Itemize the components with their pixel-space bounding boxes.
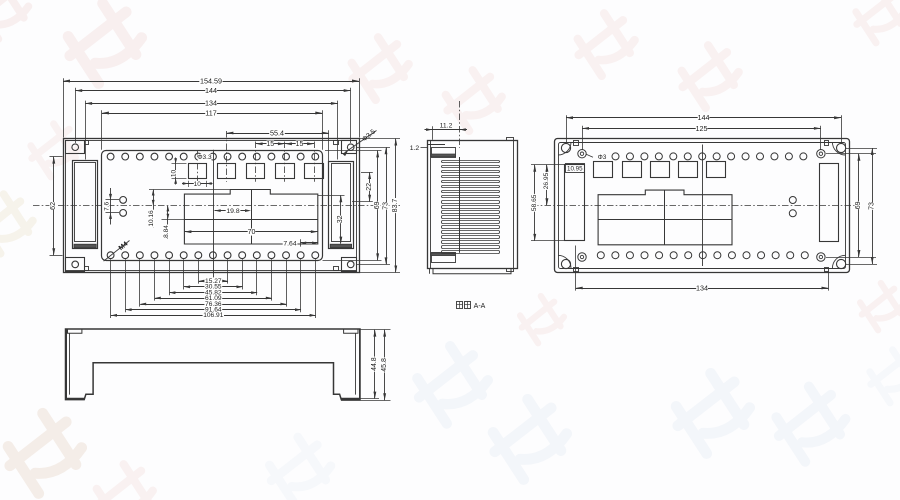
svg-text:62: 62 [50,202,57,210]
svg-text:144: 144 [205,86,217,95]
svg-text:91.64: 91.64 [205,307,222,314]
svg-text:154.59: 154.59 [200,76,222,85]
svg-text:55.4: 55.4 [270,128,284,137]
svg-text:11.2: 11.2 [440,122,453,129]
svg-text:134: 134 [205,99,217,108]
svg-text:15: 15 [266,141,274,148]
svg-text:117: 117 [205,108,216,117]
svg-text:61.09: 61.09 [205,295,222,302]
svg-text:22: 22 [366,183,373,191]
svg-text:69: 69 [855,201,862,209]
svg-text:1.2: 1.2 [410,145,420,152]
svg-text:10.16: 10.16 [148,210,155,227]
svg-text:125: 125 [696,124,708,133]
svg-text:73: 73 [382,202,389,210]
svg-text:73: 73 [869,202,876,210]
svg-text:10: 10 [194,181,202,188]
svg-text:7.6: 7.6 [103,202,110,211]
svg-text:M4: M4 [118,240,130,252]
svg-text:10.95: 10.95 [567,166,583,173]
svg-text:45.8: 45.8 [381,358,388,372]
svg-text:83.7: 83.7 [392,199,399,213]
svg-text:30.55: 30.55 [205,284,222,291]
svg-text:44.8: 44.8 [371,357,378,371]
svg-text:7.64: 7.64 [283,240,296,247]
svg-text:15: 15 [296,141,304,148]
svg-text:134: 134 [696,283,708,292]
svg-text:106.91: 106.91 [203,312,224,319]
svg-text:70: 70 [248,229,256,236]
svg-text:19.8: 19.8 [226,208,239,215]
svg-text:26.95: 26.95 [543,172,550,189]
svg-text:76.36: 76.36 [205,301,222,308]
svg-text:69: 69 [374,201,381,209]
svg-text:15.27: 15.27 [205,278,222,285]
svg-text:A-A: A-A [474,303,486,310]
svg-text:10: 10 [171,170,178,178]
svg-text:144: 144 [698,113,710,122]
svg-text:Φ3.3: Φ3.3 [197,154,212,161]
svg-text:58.65: 58.65 [531,194,538,211]
svg-text:32: 32 [337,215,344,223]
svg-text:Φ3: Φ3 [598,154,607,161]
svg-text:8.84: 8.84 [163,225,170,238]
svg-text:45.82: 45.82 [205,289,222,296]
